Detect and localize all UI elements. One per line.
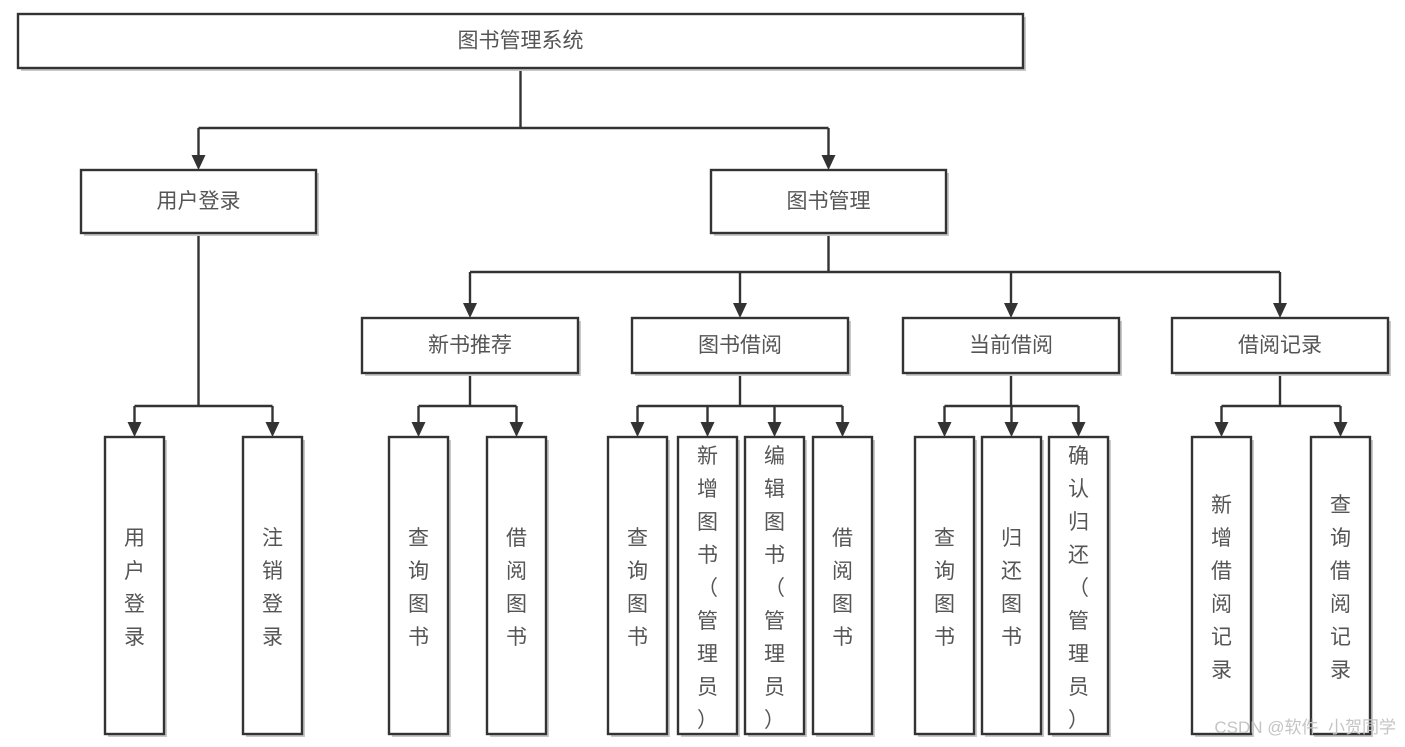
csdn-watermark: CSDN @软件_小贺同学 [1214, 718, 1396, 737]
borrow-record-to-leaves-arrow-icon [1333, 422, 1348, 437]
leaf-node-leaf-query-book-2[interactable]: 查询图书 [606, 435, 670, 737]
node-label: 图书管理系统 [458, 30, 584, 53]
node-box[interactable] [1047, 435, 1110, 736]
connector-layer [127, 68, 1348, 437]
node-box[interactable] [630, 316, 850, 375]
book-borrow-to-leaves-arrow-icon [835, 422, 850, 437]
node-box[interactable] [980, 435, 1043, 736]
new-book-rec-to-leaves-arrow-icon [509, 422, 524, 437]
bookmanage-to-level3-arrow-icon [1004, 303, 1018, 318]
node-new-book-rec[interactable]: 新书推荐 [360, 316, 581, 376]
node-box[interactable] [1170, 316, 1390, 375]
leaf-node-leaf-query-book-3[interactable]: 查询图书 [913, 435, 977, 737]
borrow-record-to-leaves-arrow-icon [1214, 422, 1229, 437]
leaf-node-leaf-add-borrow-record[interactable]: 新增借阅记录 [1190, 435, 1254, 737]
node-label: 新增借阅记录 [1211, 494, 1232, 682]
bookmanage-to-level3-arrow-icon [733, 303, 747, 318]
node-label: 借阅图书 [506, 527, 527, 649]
node-box[interactable] [606, 435, 669, 736]
node-borrow-record[interactable]: 借阅记录 [1170, 316, 1391, 376]
node-label: 借阅记录 [1238, 334, 1322, 357]
node-label: 确认归还（管理员） [1068, 445, 1089, 732]
node-box[interactable] [103, 435, 166, 736]
node-box[interactable] [901, 316, 1121, 375]
node-label: 图书借阅 [698, 334, 782, 357]
bookmanage-to-level3-arrow-icon [463, 303, 477, 318]
node-label: 用户登录 [157, 190, 241, 213]
node-label: 借阅图书 [832, 527, 853, 649]
node-box[interactable] [811, 435, 874, 736]
new-book-rec-to-leaves-arrow-icon [411, 422, 426, 437]
node-box[interactable] [79, 168, 318, 235]
node-box[interactable] [241, 435, 304, 736]
node-box[interactable] [676, 435, 739, 736]
node-current-borrow[interactable]: 当前借阅 [901, 316, 1122, 376]
node-box[interactable] [1190, 435, 1253, 736]
node-box[interactable] [709, 168, 948, 235]
current-borrow-to-leaves-arrow-icon [1071, 422, 1086, 437]
node-label: 归还图书 [1001, 527, 1022, 649]
bookmanage-to-level3-arrow-icon [1273, 303, 1287, 318]
node-box[interactable] [743, 435, 806, 736]
leaf-node-leaf-logout-login[interactable]: 注销登录 [241, 435, 305, 737]
node-box[interactable] [387, 435, 450, 736]
node-box[interactable] [913, 435, 976, 736]
leaf-node-leaf-borrow-book-1[interactable]: 借阅图书 [485, 435, 549, 737]
root-to-level2-arrow-icon [191, 155, 206, 170]
node-book-borrow[interactable]: 图书借阅 [630, 316, 851, 376]
node-label: 用户登录 [124, 527, 145, 649]
node-box[interactable] [360, 316, 580, 375]
node-label: 查询图书 [408, 527, 429, 649]
root-to-level2-arrow-icon [821, 155, 836, 170]
book-borrow-to-leaves-arrow-icon [767, 422, 782, 437]
node-label: 查询图书 [934, 527, 955, 649]
leaf-node-leaf-user-login[interactable]: 用户登录 [103, 435, 167, 737]
node-label: 编辑图书（管理员） [764, 445, 785, 732]
node-user-login[interactable]: 用户登录 [79, 168, 319, 236]
user-login-to-leaves-arrow-icon [127, 422, 142, 437]
leaf-node-leaf-query-borrow-record[interactable]: 查询借阅记录 [1309, 435, 1373, 737]
node-label: 查询图书 [627, 527, 648, 649]
node-label: 当前借阅 [969, 334, 1053, 357]
leaf-node-leaf-borrow-book-2[interactable]: 借阅图书 [811, 435, 875, 737]
node-label: 注销登录 [262, 527, 283, 649]
leaf-node-leaf-edit-book-admin[interactable]: 编辑图书（管理员） [743, 435, 807, 737]
current-borrow-to-leaves-arrow-icon [1004, 422, 1019, 437]
book-borrow-to-leaves-arrow-icon [700, 422, 715, 437]
node-label: 查询借阅记录 [1330, 494, 1351, 682]
leaf-node-leaf-confirm-return-admin[interactable]: 确认归还（管理员） [1047, 435, 1111, 737]
node-box[interactable] [485, 435, 548, 736]
node-label: 新增图书（管理员） [697, 445, 718, 732]
user-login-to-leaves-arrow-icon [265, 422, 280, 437]
leaf-node-leaf-query-book-1[interactable]: 查询图书 [387, 435, 451, 737]
current-borrow-to-leaves-arrow-icon [937, 422, 952, 437]
node-layer: 图书管理系统用户登录图书管理新书推荐图书借阅当前借阅借阅记录用户登录注销登录查询… [16, 12, 1391, 737]
node-book-manage[interactable]: 图书管理 [709, 168, 949, 236]
book-borrow-to-leaves-arrow-icon [630, 422, 645, 437]
root-node-system[interactable]: 图书管理系统 [16, 12, 1026, 71]
leaf-node-leaf-add-book-admin[interactable]: 新增图书（管理员） [676, 435, 740, 737]
node-box[interactable] [16, 12, 1025, 70]
node-label: 新书推荐 [428, 334, 512, 357]
node-box[interactable] [1309, 435, 1372, 736]
leaf-node-leaf-return-book[interactable]: 归还图书 [980, 435, 1044, 737]
node-label: 图书管理 [787, 190, 871, 213]
